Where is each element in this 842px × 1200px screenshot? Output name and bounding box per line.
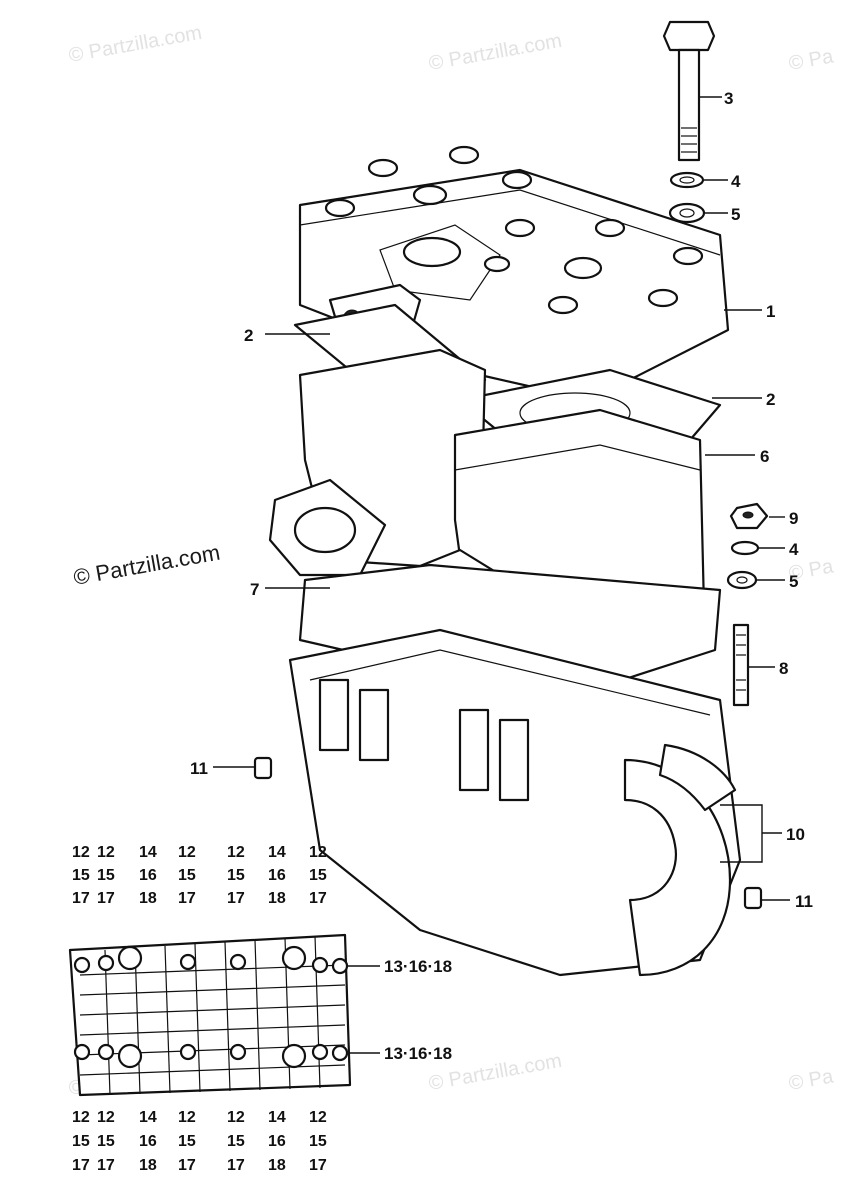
bottom-label-5-a: 12 [227,1109,245,1126]
crankcase-part [288,628,742,977]
callout-13-16-18-bottom: 13·16·18 [384,1044,452,1063]
callout-8: 8 [779,659,788,678]
callout-2-right: 2 [766,390,775,409]
top-label-5-c: 17 [227,890,245,907]
base-gasket-part [298,563,722,702]
callout-2-left: 2 [244,326,253,345]
bottom-label-7-b: 15 [309,1133,327,1150]
top-label-1-b: 15 [72,867,90,884]
callout-5-mid: 5 [789,572,798,591]
callout-3: 3 [724,89,733,108]
bottom-label-6-a: 14 [268,1109,286,1126]
top-label-4-c: 17 [178,890,196,907]
bottom-label-7-c: 17 [309,1157,327,1174]
watermark-top-left: © Partzilla.com [67,22,204,67]
top-label-3-c: 18 [139,890,157,907]
watermark-bottom-right: © Pa [787,1065,836,1095]
callout-1: 1 [766,302,775,321]
callout-7: 7 [250,580,259,599]
bottom-label-1-c: 17 [72,1157,90,1174]
bottom-label-7-a: 12 [309,1109,327,1126]
top-label-7-b: 15 [309,867,327,884]
top-label-7-a: 12 [309,844,327,861]
watermark-top-center: © Partzilla.com [427,30,564,75]
bottom-label-4-c: 17 [178,1157,196,1174]
callouts: 3 4 5 1 2 2 6 9 4 5 7 8 11 10 11 13·16·1… [190,89,813,1063]
top-label-5-a: 12 [227,844,245,861]
callout-4-mid: 4 [789,540,799,559]
flat-washer-2-part [726,570,758,590]
bottom-label-1-a: 12 [72,1109,90,1126]
dowel-pin-part [253,756,273,780]
flat-washer-part [668,202,706,224]
stud-part [732,623,750,707]
bottom-label-6-b: 16 [268,1133,286,1150]
bottom-label-5-c: 17 [227,1157,245,1174]
top-label-2-c: 17 [97,890,115,907]
watermark-main: © Partzilla.com [72,540,222,590]
top-label-2-a: 12 [97,844,115,861]
bottom-label-5-b: 15 [227,1133,245,1150]
top-label-7-c: 17 [309,890,327,907]
bottom-label-1-b: 15 [72,1133,90,1150]
top-label-6-b: 16 [268,867,286,884]
top-label-4-a: 12 [178,844,196,861]
callout-5-top: 5 [731,205,740,224]
bottom-label-2-b: 15 [97,1133,115,1150]
bottom-label-4-a: 12 [178,1109,196,1126]
callout-13-16-18-top: 13·16·18 [384,957,452,976]
top-label-3-a: 14 [139,844,157,861]
top-label-1-a: 12 [72,844,90,861]
top-label-stacks: 12 12 14 12 12 14 12 15 15 16 15 15 16 1… [72,844,327,907]
callout-11-left: 11 [190,759,208,778]
bottom-label-6-c: 18 [268,1157,286,1174]
callout-11-right: 11 [795,892,813,911]
bottom-label-3-b: 16 [139,1133,157,1150]
lock-washer-part [669,171,705,189]
bottom-label-2-a: 12 [97,1109,115,1126]
callout-9: 9 [789,509,798,528]
leader-lines [213,96,790,1054]
top-label-5-b: 15 [227,867,245,884]
bottom-label-3-a: 14 [139,1109,157,1126]
crankcase-bottom-view-part [68,933,352,1097]
watermark-top-right: © Pa [787,45,836,75]
top-label-6-a: 14 [268,844,286,861]
callout-10: 10 [786,825,805,844]
top-label-2-b: 15 [97,867,115,884]
top-label-6-c: 18 [268,890,286,907]
bottom-label-4-b: 15 [178,1133,196,1150]
bottom-label-3-c: 18 [139,1157,157,1174]
top-label-1-c: 17 [72,890,90,907]
bolt-part [662,20,716,162]
bottom-label-stacks: 12 12 14 12 12 14 12 15 15 16 15 15 16 1… [72,1109,327,1174]
dowel-pin-2-part [743,886,763,910]
callout-4-top: 4 [731,172,741,191]
lock-washer-2-part [730,540,760,556]
callout-6: 6 [760,447,769,466]
top-label-4-b: 15 [178,867,196,884]
top-label-3-b: 16 [139,867,157,884]
bottom-label-2-c: 17 [97,1157,115,1174]
